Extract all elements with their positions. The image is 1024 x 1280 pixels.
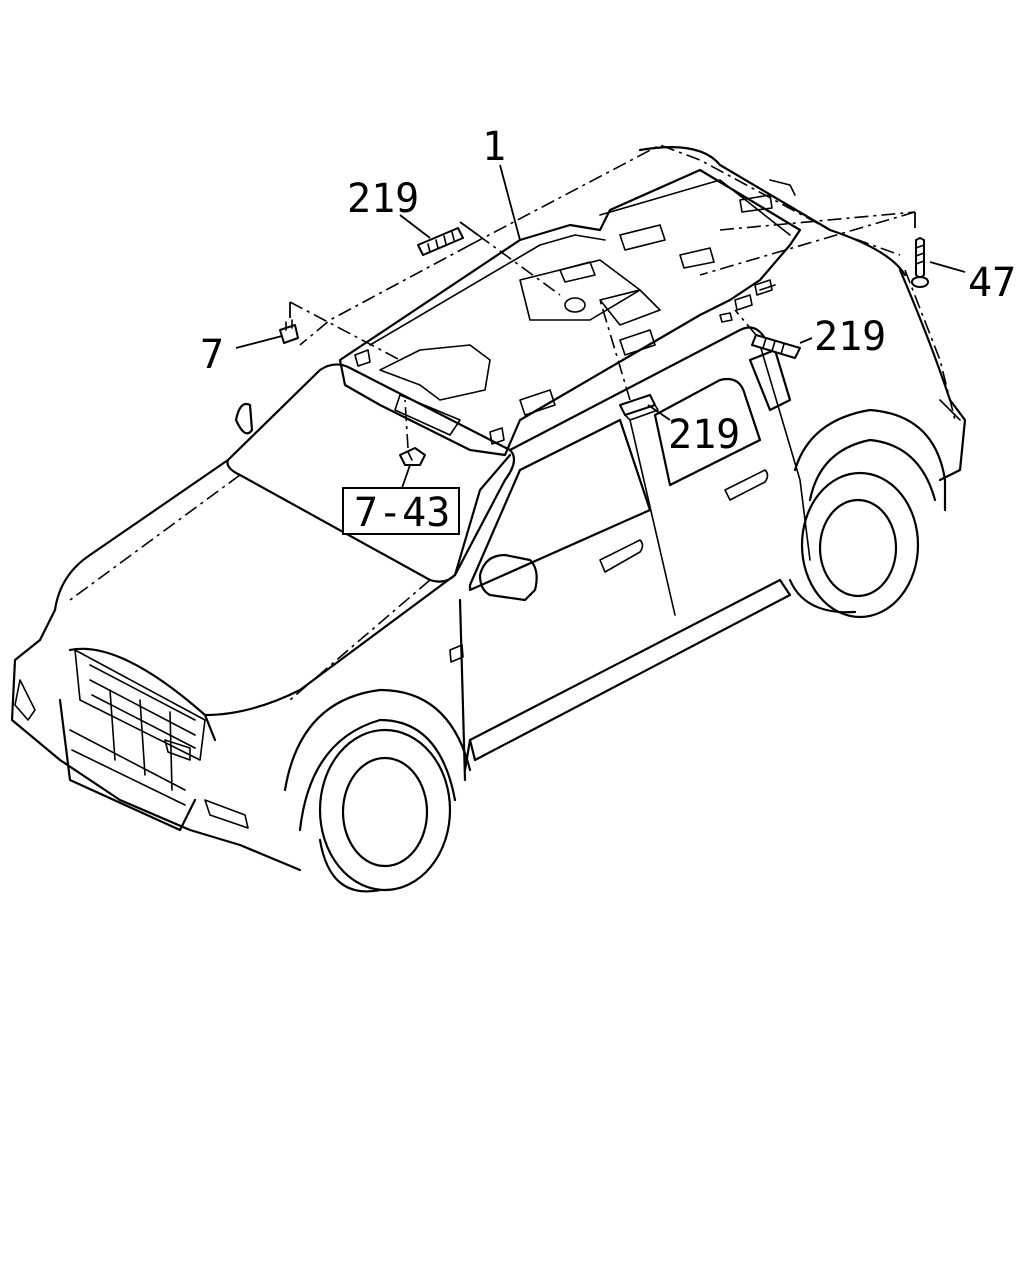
ref-box-frame	[342, 487, 460, 535]
ref-clip-part	[399, 447, 426, 466]
vehicle-body	[10, 144, 967, 893]
callout-screw: 47	[968, 260, 1016, 306]
clip-part	[279, 319, 299, 344]
callout-sunvisor-holder-left: 219	[347, 176, 419, 222]
leader-lines	[235, 164, 966, 489]
screw-part	[911, 237, 929, 288]
sunvisor-holder-left-part	[417, 227, 464, 256]
callout-sunvisor-holder-right: 219	[814, 314, 886, 360]
callout-handle-holder: 219	[668, 412, 740, 458]
callout-clip: 7	[200, 332, 224, 378]
callout-ref-box: 7-43	[354, 490, 450, 536]
headliner-panel	[338, 168, 802, 457]
callout-headliner: 1	[482, 124, 506, 170]
handle-holder-part	[619, 394, 659, 421]
sunvisor-holder-right-part	[751, 334, 801, 359]
